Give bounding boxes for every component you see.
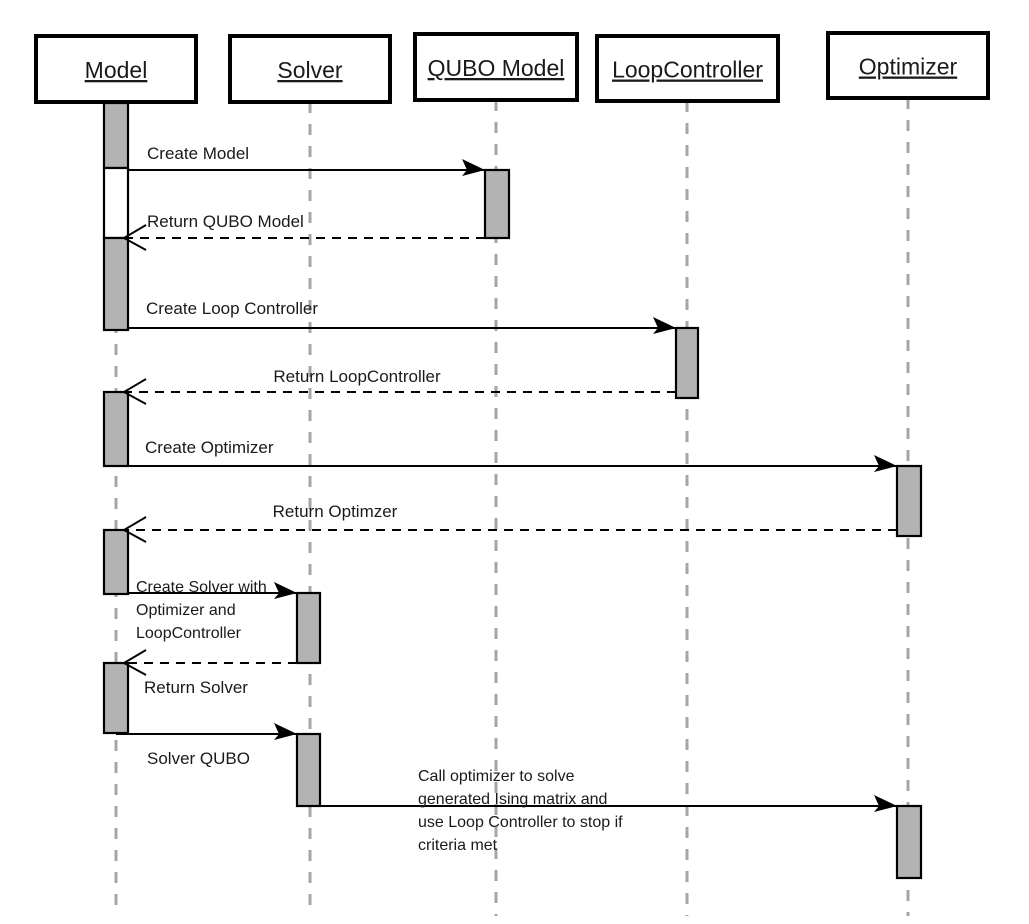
activation-bar-solver <box>295 732 322 808</box>
msg-create-loop-controller-label: Create Loop Controller <box>146 299 318 318</box>
msg-solver-qubo-label: Solver QUBO <box>147 749 250 768</box>
activation-bar-model <box>102 390 130 468</box>
activation-bar-model <box>102 166 130 240</box>
msg-create-solver-arrowhead <box>274 582 297 599</box>
msg-return-solver-arrowhead <box>123 649 147 676</box>
activation-bar-optimizer <box>895 804 923 880</box>
arrows-layer <box>123 159 897 812</box>
msg-create-optimizer-label: Create Optimizer <box>145 438 274 457</box>
activations-layer <box>102 101 923 880</box>
participant-box-optimizer[interactable] <box>826 31 990 100</box>
participant-label-solver: Solver <box>277 57 343 83</box>
msg-call-optimizer-arrowhead <box>874 795 897 812</box>
msg-return-loopcontroller-label: Return LoopController <box>273 367 441 386</box>
activation-bar-model <box>102 236 130 332</box>
msg-create-model-arrowhead <box>462 159 485 176</box>
activation-bar-qubo-model <box>483 168 511 240</box>
messages-layer <box>116 169 897 807</box>
participant-qubo-model[interactable]: QUBO Model <box>413 32 579 102</box>
activation-bar-model <box>102 101 130 170</box>
participant-box-loopcontroller[interactable] <box>595 34 780 103</box>
msg-return-loopcontroller-arrowhead <box>123 378 147 405</box>
participant-box-solver[interactable] <box>228 34 392 104</box>
participant-boxes-layer: Model Solver QUBO Model LoopController Optim… <box>34 31 990 104</box>
activation-bar-model <box>102 661 130 735</box>
participant-label-loopcontroller: LoopController <box>612 57 763 83</box>
participant-box-qubo-model[interactable] <box>413 32 579 102</box>
msg-create-model-label: Create Model <box>147 144 249 163</box>
participant-box-model[interactable] <box>34 34 198 104</box>
msg-return-qubo-model-label: Return QUBO Model <box>147 212 304 231</box>
participant-optimizer[interactable]: Optimizer <box>826 31 990 100</box>
msg-return-optimizer-label: Return Optimzer <box>273 502 398 521</box>
activation-bar-optimizer <box>895 464 923 538</box>
activation-bar-loopcontroller <box>674 326 700 400</box>
msg-create-optimizer-arrowhead <box>874 455 897 472</box>
participant-model[interactable]: Model <box>34 34 198 104</box>
msg-return-solver-label: Return Solver <box>144 678 248 697</box>
msg-return-optimizer-arrowhead <box>123 516 147 543</box>
participant-label-optimizer: Optimizer <box>859 54 958 80</box>
msg-solver-qubo-arrowhead <box>274 723 297 740</box>
activation-bar-solver <box>295 591 322 665</box>
msg-create-loop-controller-arrowhead <box>653 317 676 334</box>
participant-solver[interactable]: Solver <box>228 34 392 104</box>
participant-loopcontroller[interactable]: LoopController <box>595 34 780 103</box>
participant-label-qubo-model: QUBO Model <box>428 55 565 81</box>
activation-bar-model <box>102 528 130 596</box>
participant-label-model: Model <box>85 57 148 83</box>
msg-return-qubo-model-arrowhead <box>123 224 147 251</box>
